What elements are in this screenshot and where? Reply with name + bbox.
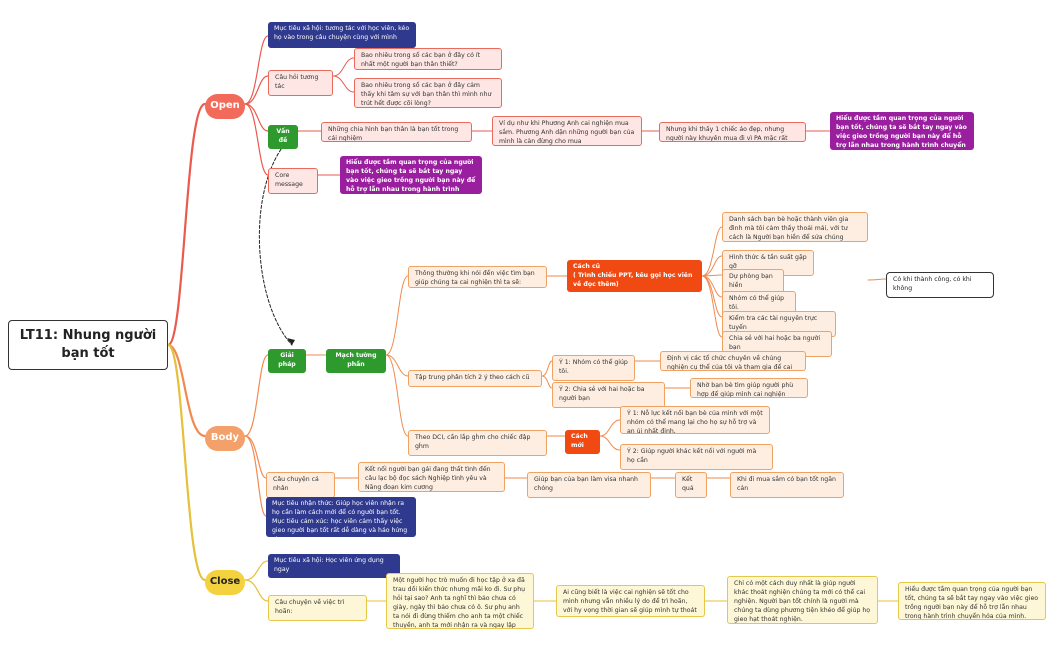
body-goal-node[interactable]: Mục tiêu nhận thức: Giúp học viên nhận r… xyxy=(266,497,416,537)
core-message-text-node[interactable]: Hiểu được tầm quan trọng của người bạn t… xyxy=(340,156,482,194)
insight-node[interactable]: Hiểu được tầm quan trọng của người bạn t… xyxy=(830,112,974,150)
interactive-question-node[interactable]: Câu hỏi tương tác xyxy=(268,70,333,96)
flow-node[interactable]: Mạch tường phần xyxy=(326,349,386,373)
story-part-3[interactable]: Chỉ có một cách duy nhất là giúp người k… xyxy=(727,576,878,624)
story-part-2[interactable]: Ai cũng biết là việc cai nghiện sẽ tốt c… xyxy=(556,585,705,617)
y1-node[interactable]: Ý 1: Nhóm có thể giúp tôi. xyxy=(552,355,635,381)
open-goal-node[interactable]: Mục tiêu xã hội: tương tác với học viên,… xyxy=(268,22,416,48)
issue-text-node[interactable]: Những chia hình bạn thân là bạn tốt tron… xyxy=(321,122,472,142)
root-node[interactable]: LT11: Nhung người bạn tốt xyxy=(8,320,168,370)
list-result-node[interactable]: Có khi thành công, có khi không xyxy=(886,272,994,298)
question-2-node[interactable]: Bao nhiêu trong số các bạn ở đây cảm thấ… xyxy=(354,78,502,108)
open-node[interactable]: Open xyxy=(205,94,245,119)
think-node[interactable]: Thông thường khi nói đến việc tìm bạn gi… xyxy=(408,266,547,288)
example-2-node[interactable]: Nhưng khi thấy 1 chiếc áo đẹp, nhưng ngư… xyxy=(659,122,806,142)
new-1-node[interactable]: Ý 1: Nỗ lực kết nối bạn bè của mình với … xyxy=(620,406,770,434)
procrastination-story-node[interactable]: Câu chuyện về việc trì hoãn: xyxy=(268,595,367,621)
focus-node[interactable]: Tập trung phân tích 2 ý theo cách cũ xyxy=(408,370,542,387)
old-way-node[interactable]: Cách cũ ( Trình chiếu PPT, kêu gọi học v… xyxy=(567,260,702,292)
result-text-node[interactable]: Khi đi mua sắm có bạn tốt ngăn cản xyxy=(730,472,844,498)
solution-node[interactable]: Giải pháp xyxy=(268,349,306,373)
close-goal-node[interactable]: Mục tiêu xã hội: Học viên ứng dụng ngay xyxy=(268,554,400,578)
dci-node[interactable]: Theo DCI, cần lắp gh́m cho chiếc đập gh́… xyxy=(408,430,547,456)
y1-text-node[interactable]: Định vị các tổ chức chuyên về chúng nghi… xyxy=(660,351,806,371)
y2-text-node[interactable]: Nhờ bạn bè tìm giúp người phù hợp để giú… xyxy=(690,378,808,398)
issue-node[interactable]: Vấn đề xyxy=(268,125,298,149)
result-node[interactable]: Kết quả xyxy=(675,472,707,498)
y2-node[interactable]: Ý 2: Chia sẻ với hai hoặc ba người bạn xyxy=(552,382,665,408)
example-node[interactable]: Ví dụ như khi Phương Anh cai nghiện mua … xyxy=(492,116,642,146)
body-node[interactable]: Body xyxy=(205,426,245,451)
story-part-4[interactable]: Hiểu được tầm quan trọng của người bạn t… xyxy=(898,582,1046,620)
list-item-3[interactable]: Dự phòng bạn hiền xyxy=(722,269,784,295)
story-part-1[interactable]: Một người học trò muốn đi học tập ở xa đ… xyxy=(386,573,534,629)
new-2-node[interactable]: Ý 2: Giúp người khác kết nối với người m… xyxy=(620,444,773,470)
close-node[interactable]: Close xyxy=(205,570,245,595)
core-message-node[interactable]: Core message xyxy=(268,168,318,194)
help-node[interactable]: Giúp bạn của bạn làm visa nhanh chóng xyxy=(527,472,651,498)
list-item-1[interactable]: Danh sách bạn bè hoặc thành viên gia đìn… xyxy=(722,212,868,242)
new-way-node[interactable]: Cách mới xyxy=(565,430,600,454)
personal-story-text-node[interactable]: Kết nối người bạn gái đang thất tình đến… xyxy=(358,462,505,492)
question-1-node[interactable]: Bao nhiêu trong số các bạn ở đây có ít n… xyxy=(354,48,502,70)
personal-story-node[interactable]: Câu chuyện cá nhân xyxy=(266,472,335,498)
